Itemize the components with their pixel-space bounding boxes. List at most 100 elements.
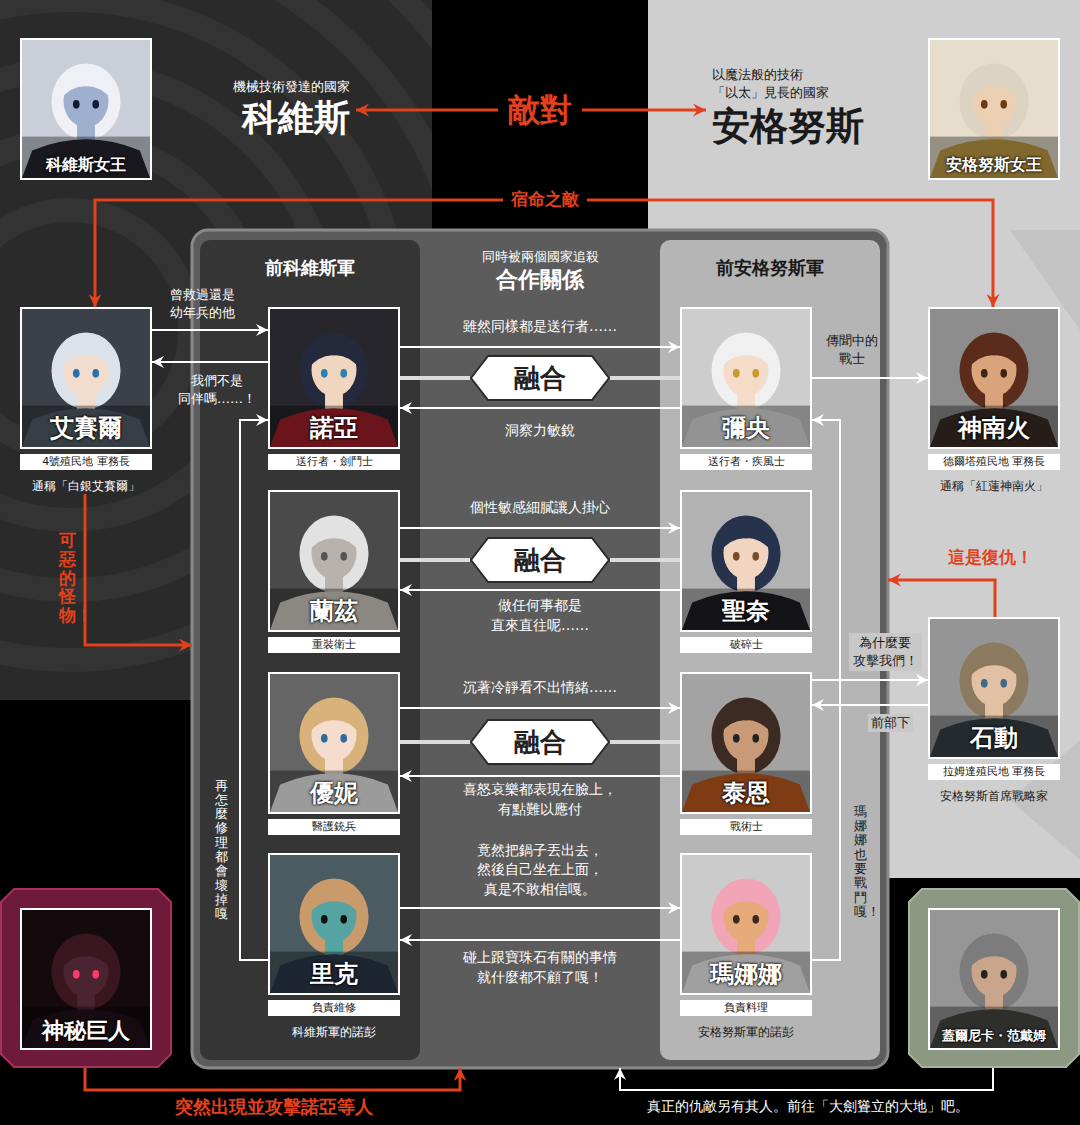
relation-label: 傳聞中的 戰士 [825,332,879,368]
portrait-shade [682,406,810,447]
label-holder: 碰上跟寶珠石有關的事情 就什麼都不顧了嘎！ [462,948,618,987]
fusion-label: 融合 [514,365,566,391]
hexagon-fill [471,538,609,582]
relation-label: 曾救過還是 幼年兵的他 [169,286,236,322]
country-note: 以魔法般的技術 「以太」見長的國家 [712,66,831,102]
role-tag: 負責料理 [680,1000,812,1016]
relation-label: 做任何事都是 直來直往呢…… [490,596,590,635]
country-name: 安格努斯 [712,102,916,150]
portrait-shade [270,952,398,993]
role-tag: 負責維修 [268,1000,400,1016]
eye [321,915,328,924]
relation-arrow [152,329,268,331]
alias-text: 科維斯軍的諾彭 [268,1024,400,1040]
character-card: 泰恩戰術士 [680,672,812,835]
panel-fill [660,240,880,1060]
portrait-frame: 神南火 [928,307,1060,449]
eye [73,970,80,979]
character-card: 里克負責維修科維斯軍的諾彭 [268,853,400,1040]
portrait-ground [270,492,398,630]
portrait-card: 科維斯女王 [20,38,152,180]
eye [981,100,988,109]
portrait-card: 蓋爾尼卡・范戴姆 [908,888,1080,1068]
character-card: 石動拉姆達殖民地 軍務長安格努斯首席戰略家 [928,617,1060,804]
relation-label: 突然出現並攻擊諾亞等人 [175,1094,373,1119]
character-name: 優妮 [307,779,361,812]
label-holder: 這是復仇！ [948,546,1033,570]
portrait-shade [930,716,1058,757]
eye [340,915,347,924]
character-card: 優妮醫護銃兵 [268,672,400,835]
fusion-badge: 融合 [470,355,610,401]
relation-label: 我們不是 同伴嗎……！ [177,372,257,408]
portrait-art [930,910,1058,1048]
eye [1000,679,1007,688]
country-note: 機械技術發達的國家 [184,78,350,96]
relation-arrow [400,939,680,941]
relation-arrow [240,420,268,960]
hair-fringe [719,334,773,370]
label-holder: 個性敏感細膩讓人掛心 [470,498,610,518]
fusion-link [610,376,680,380]
hair-fringe [967,935,1021,971]
eye [981,970,988,979]
relation-label: 沉著冷靜看不出情緒…… [463,678,617,698]
fusion-label: 融合 [514,547,566,573]
portrait-ground [270,674,398,812]
relation-label: 為什麼要 攻擊我們！ [849,633,922,671]
relation-label: 這是復仇！ [948,546,1033,570]
relation-label: 瑪娜娜也要戰鬥嘎！ [854,805,867,919]
character-name: 科維斯女王 [43,155,129,178]
role-tag: 醫護銃兵 [268,819,400,835]
eye [73,369,80,378]
portrait-card: 安格努斯女王 [928,38,1060,180]
relation-label: 喜怒哀樂都表現在臉上， 有點難以應付 [462,780,618,819]
eye [92,369,99,378]
character-card: 聖奈破碎士 [680,490,812,653]
character-card: 蘭茲重裝衛士 [268,490,400,653]
portrait-shade [930,406,1058,447]
country-label: 機械技術發達的國家科維斯 [184,78,356,140]
panel-layer [192,230,888,1068]
portrait-frame: 神秘巨人 [20,908,152,1050]
relation-label: 敵對 [498,88,582,133]
relation-arrow [812,377,928,379]
hair-fringe [307,699,361,735]
country-label: 以魔法般的技術 「以太」見長的國家安格努斯 [706,66,916,150]
portrait-frame: 優妮 [268,672,400,814]
eye [73,100,80,109]
eye [752,552,759,561]
fusion-link [400,376,470,380]
relation-label: 雖然同樣都是送行者…… [463,317,617,337]
panel-note: 同時被兩個國家追殺 [420,248,660,266]
alias-text: 安格努斯軍的諾彭 [680,1024,812,1040]
portrait-shade [22,137,150,178]
portrait-frame: 艾賽爾 [20,307,152,449]
relation-arrow [812,420,840,960]
frame-fill [1,889,171,1067]
eye [321,369,328,378]
portrait-shade [682,771,810,812]
character-card: 彌央送行者・疾風士 [680,307,812,470]
eye [92,970,99,979]
relation-arrow [400,589,680,591]
character-name: 神南火 [955,414,1033,447]
role-tag: 德爾塔殖民地 軍務長 [928,454,1060,470]
portrait-ground [930,40,1058,178]
eye [981,679,988,688]
label-holder: 雖然同樣都是送行者…… [463,317,617,337]
portrait-ground [682,492,810,630]
hair-fringe [307,517,361,553]
eye [733,369,740,378]
character-name: 聖奈 [719,597,773,630]
portrait-shade [22,1007,150,1048]
group-panel: 前科維斯軍諾亞送行者・劍鬥士蘭茲重裝衛士優妮醫護銃兵里克負責維修科維斯軍的諾彭 [200,240,420,1060]
hair-fringe [967,334,1021,370]
eye [340,552,347,561]
eye [752,369,759,378]
fusion-label: 融合 [514,729,566,755]
hair-fringe [719,517,773,553]
hexagon-fill [471,720,609,764]
portrait-frame: 里克 [268,853,400,995]
